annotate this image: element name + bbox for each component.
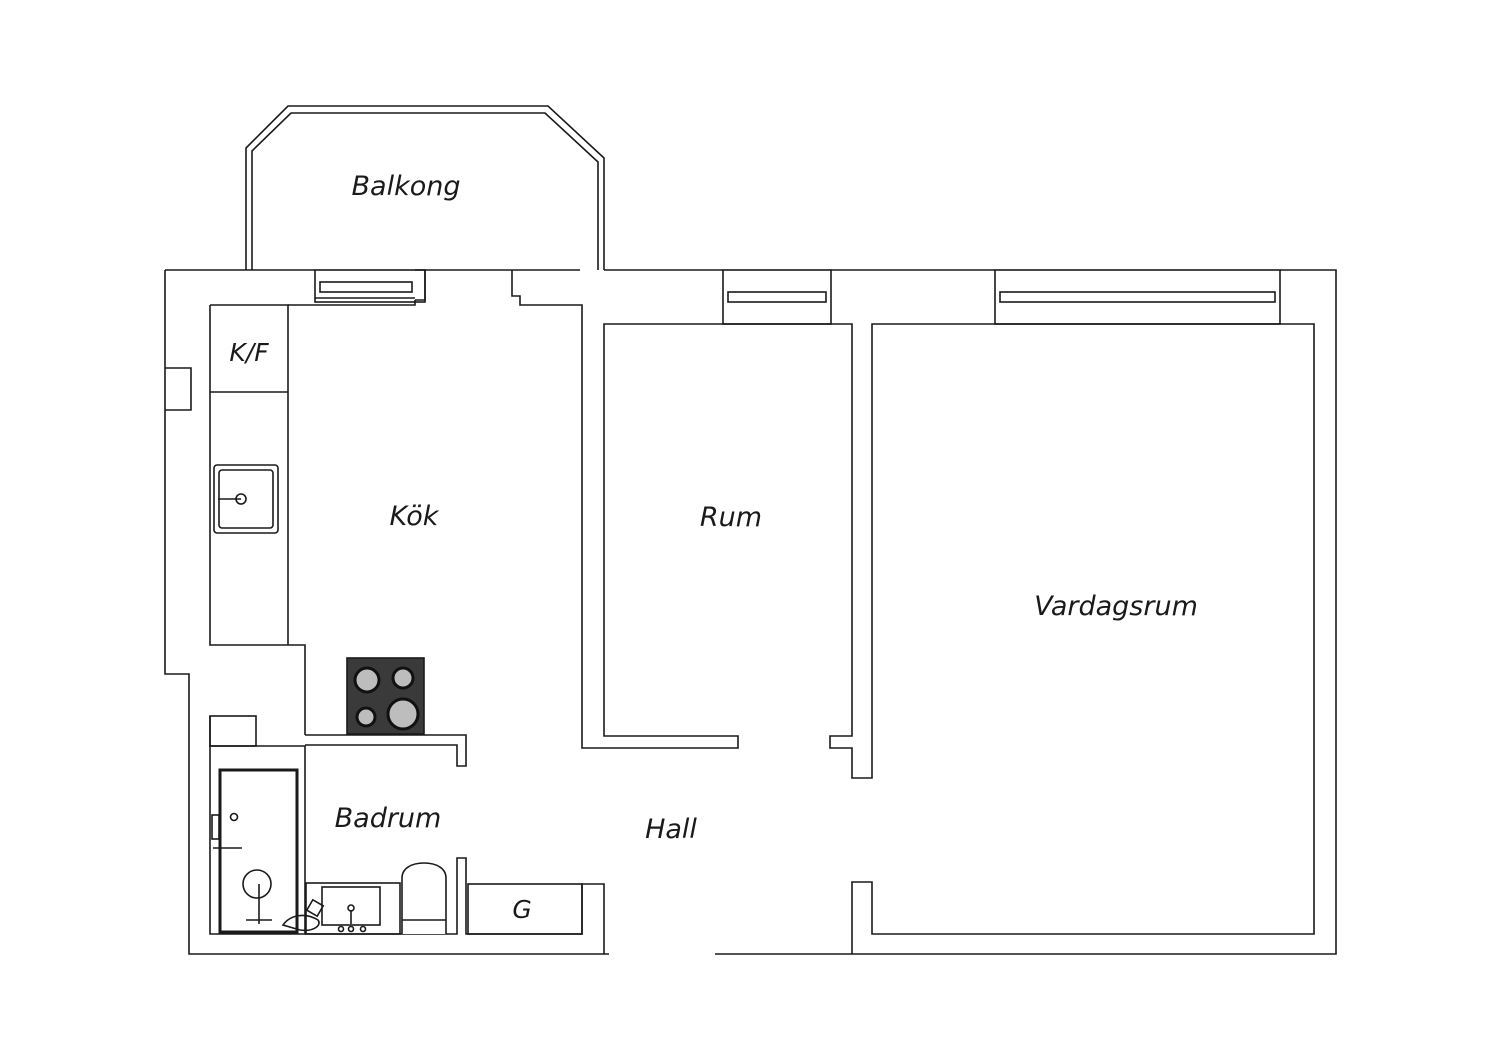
room-label-rum: Rum: [700, 502, 762, 533]
room-label-badrum: Badrum: [335, 803, 442, 834]
balcony: [245, 105, 605, 270]
stove-icon: [346, 657, 425, 735]
fixture-label-g: G: [512, 895, 531, 924]
room-label-kok: Kök: [390, 501, 440, 532]
room-label-hall: Hall: [645, 814, 697, 845]
kitchen-sink-icon: [213, 464, 279, 534]
outer-walls: [164, 269, 1337, 955]
room-label-vardagsrum: Vardagsrum: [1034, 591, 1198, 622]
windows: [314, 269, 1281, 325]
toilet-icon: [401, 862, 447, 934]
shower-icon: [211, 768, 299, 934]
kitchen-walls: [210, 270, 1315, 954]
fixture-label-kf: K/F: [229, 338, 269, 367]
room-label-balkong: Balkong: [352, 171, 461, 202]
washbasin-icon: [281, 882, 401, 935]
